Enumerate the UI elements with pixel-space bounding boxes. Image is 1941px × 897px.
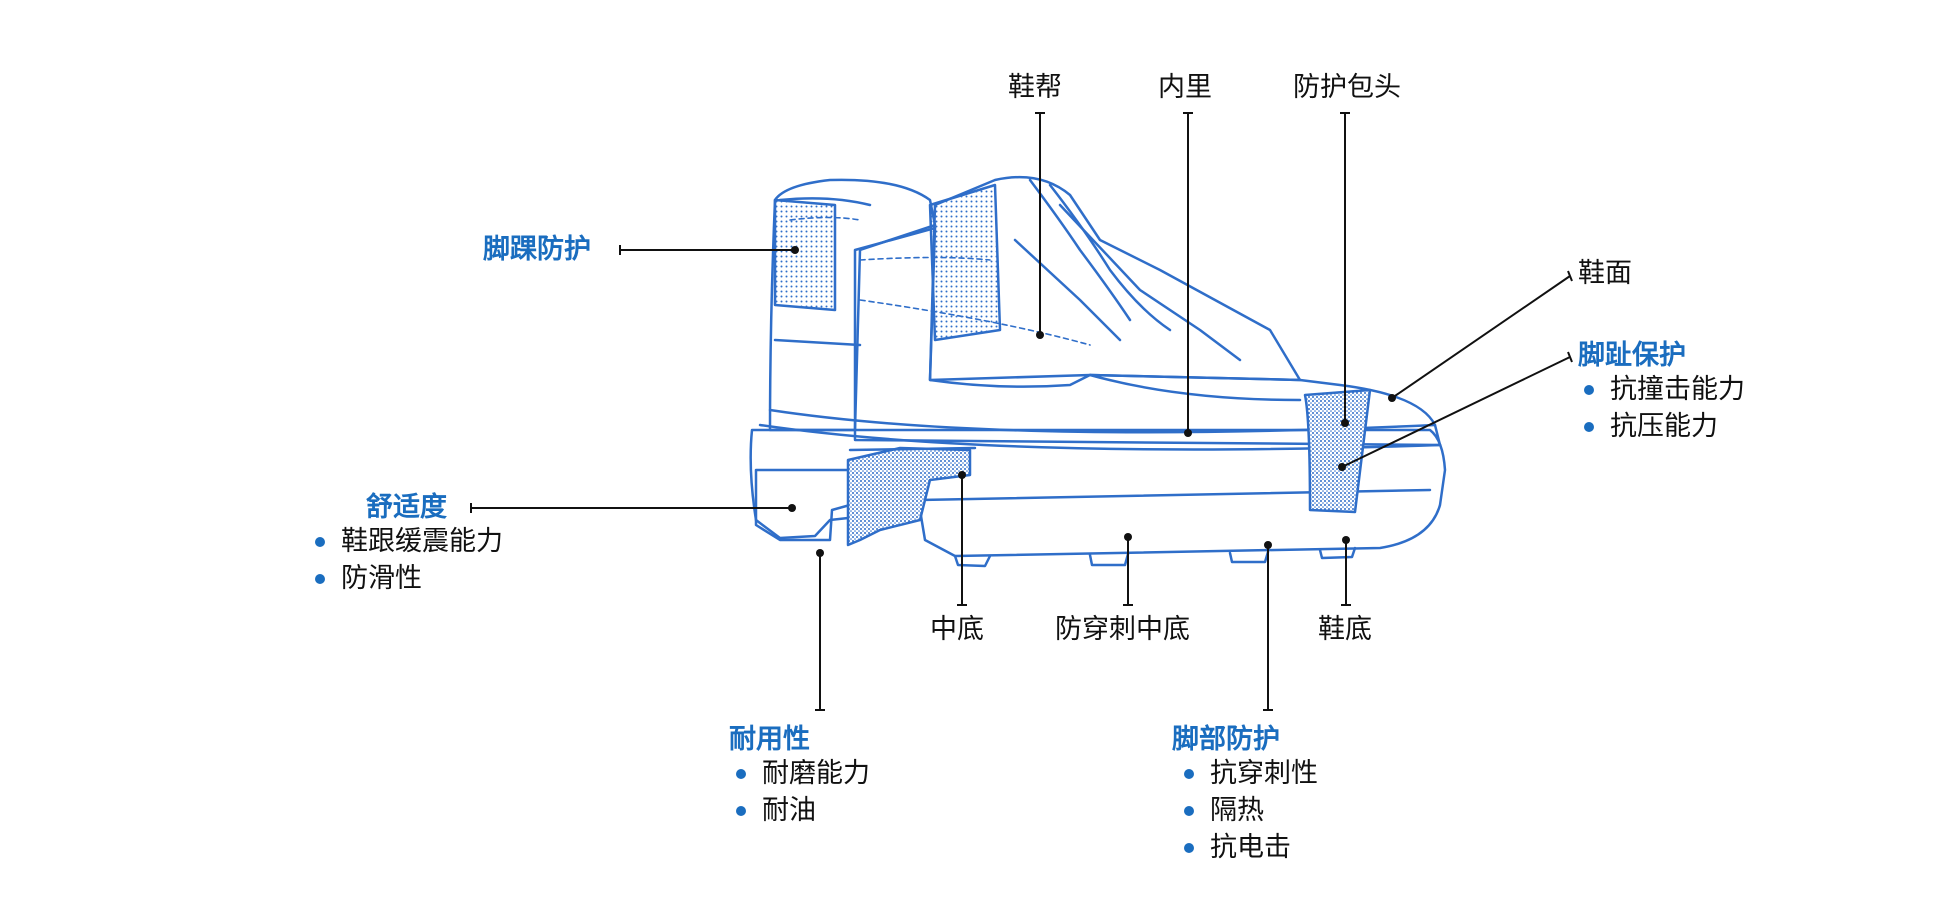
feature-toe-list: 抗撞击能力 抗压能力 — [1582, 371, 1745, 445]
dot-ankle — [791, 246, 799, 254]
dot-toe-cap — [1341, 419, 1349, 427]
boot-lace-2 — [1048, 183, 1172, 332]
feature-comfort-title: 舒适度 — [366, 492, 447, 523]
boot-tongue — [928, 175, 1302, 382]
collar-top — [778, 197, 872, 207]
leader-lines — [470, 112, 1573, 711]
leader-ankle — [619, 245, 795, 255]
feature-toe-title: 脚趾保护 — [1578, 340, 1686, 371]
label-toe-cap: 防护包头 — [1293, 72, 1401, 103]
dot-toe-protection — [1338, 463, 1346, 471]
feature-durability-title: 耐用性 — [729, 724, 810, 755]
feature-toe-item: 抗撞击能力 — [1582, 371, 1745, 408]
sole-rib-3 — [1228, 550, 1270, 564]
boot-lace-1 — [1028, 178, 1132, 322]
dot-durability — [816, 549, 824, 557]
label-vamp: 鞋面 — [1578, 258, 1632, 289]
dot-upper — [1036, 331, 1044, 339]
feature-foot-item: 隔热 — [1182, 792, 1318, 829]
boot-lace-4 — [1013, 238, 1122, 342]
label-lining: 内里 — [1158, 72, 1212, 103]
leader-comfort — [470, 503, 792, 513]
leader-dots — [788, 246, 1396, 557]
feature-comfort-list: 鞋跟缓震能力 防滑性 — [313, 523, 503, 597]
feature-foot-title: 脚部防护 — [1172, 724, 1280, 755]
leader-outsole — [1341, 540, 1351, 606]
feature-durability-item: 耐油 — [734, 792, 870, 829]
toe-cap-shape — [1303, 388, 1372, 514]
dot-lining — [1184, 429, 1192, 437]
feature-toe-item: 抗压能力 — [1582, 408, 1745, 445]
dot-comfort — [788, 504, 796, 512]
leader-toe-protection — [1341, 351, 1573, 468]
heel-cushion-top — [848, 446, 977, 452]
feature-comfort-item: 鞋跟缓震能力 — [313, 523, 503, 560]
dot-outsole — [1342, 536, 1350, 544]
outsole-shape — [749, 428, 1447, 558]
label-puncture-midsole: 防穿刺中底 — [1055, 614, 1190, 645]
dot-puncture — [1124, 533, 1132, 541]
leader-durability — [815, 553, 825, 711]
feature-durability-item: 耐磨能力 — [734, 755, 870, 792]
sole-rib-1 — [953, 554, 992, 568]
heel-cushion — [846, 446, 972, 547]
collar-line — [773, 338, 862, 347]
sole-rib-2 — [1088, 552, 1130, 567]
feature-comfort-item: 防滑性 — [313, 560, 503, 597]
boot-shaft — [768, 178, 937, 432]
tongue-padding — [928, 183, 1002, 342]
feature-foot-list: 抗穿刺性 隔热 抗电击 — [1182, 755, 1318, 866]
feature-foot-item: 抗穿刺性 — [1182, 755, 1318, 792]
leader-vamp — [1391, 270, 1573, 399]
boot-lace-3 — [1058, 203, 1242, 362]
feature-ankle-title: 脚踝防护 — [483, 234, 591, 265]
label-outsole: 鞋底 — [1318, 614, 1372, 645]
leader-midsole — [957, 475, 967, 606]
feature-durability-list: 耐磨能力 耐油 — [734, 755, 870, 829]
leader-upper — [1035, 112, 1045, 335]
label-midsole: 中底 — [930, 614, 984, 645]
dot-foot — [1264, 541, 1272, 549]
label-upper: 鞋帮 — [1008, 72, 1062, 103]
sole-rib-4 — [1318, 546, 1357, 560]
leader-puncture — [1123, 537, 1133, 606]
leader-toe-cap — [1340, 112, 1350, 423]
ankle-padding — [773, 198, 837, 312]
dot-vamp — [1388, 394, 1396, 402]
leader-lining — [1183, 112, 1193, 433]
dot-midsole — [958, 471, 966, 479]
boot-drawing — [749, 175, 1447, 568]
feature-foot-item: 抗电击 — [1182, 829, 1318, 866]
leader-foot — [1263, 545, 1273, 711]
